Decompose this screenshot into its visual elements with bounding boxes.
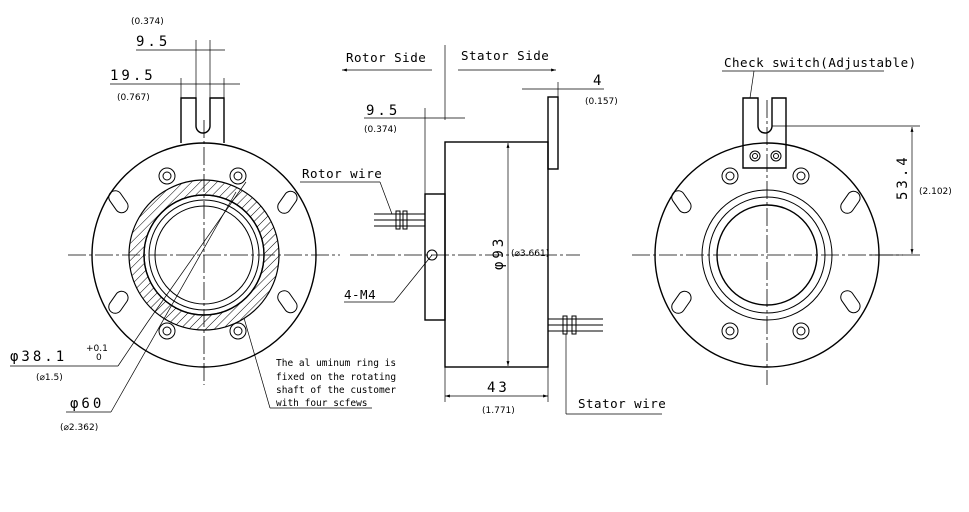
fork-tab <box>180 97 225 143</box>
dim-dia-93: φ93 <box>491 236 507 270</box>
stator-screw-holes <box>721 167 810 340</box>
dim-43: 43 <box>487 380 510 396</box>
check-switch-plate <box>547 96 559 170</box>
stator-side-view: Check switch(Adjustable) 53.4 (2.102) <box>632 55 952 385</box>
dim-53-4: 53.4 <box>895 154 911 200</box>
dim-4-inch: (0.157) <box>585 97 618 107</box>
note-line-3: shaft of the customer <box>276 385 396 396</box>
dim-dia-38-1-inch: (⌀1.5) <box>36 373 63 383</box>
label-rotor-wire: Rotor wire <box>302 166 382 181</box>
screw-holes <box>158 167 247 340</box>
label-stator-wire: Stator wire <box>578 396 666 411</box>
check-switch-bracket <box>742 97 787 169</box>
dim-dia-38-1-tol-plus: +0.1 <box>86 344 108 354</box>
side-view: Rotor Side Stator Side Rotor wire <box>300 45 666 416</box>
stator-wire-bundle <box>548 315 603 335</box>
dim-4: 4 <box>593 73 604 89</box>
stator-mounting-slots <box>671 190 861 314</box>
rotor-wire-bundle <box>374 210 425 230</box>
label-4-m4: 4-M4 <box>344 287 376 302</box>
label-check-switch: Check switch(Adjustable) <box>724 55 917 70</box>
dim-dia-60: φ60 <box>70 396 104 412</box>
dim-53-4-inch: (2.102) <box>919 187 952 197</box>
dim-9-5-top: 9.5 <box>136 34 170 50</box>
dim-dia-38-1-tol-minus: 0 <box>96 353 102 363</box>
note-line-4: with four scfews <box>276 398 368 409</box>
dim-9-5-mid: 9.5 <box>366 103 400 119</box>
dim-9-5-top-inch: (0.374) <box>131 17 164 27</box>
note-line-1: The al uminum ring is <box>276 358 396 369</box>
rotor-side-view: 9.5 (0.374) 19.5 (0.767) φ38.1 +0.1 0 (⌀… <box>10 17 396 433</box>
label-stator-side: Stator Side <box>461 48 549 63</box>
rotor-flange <box>424 193 446 321</box>
mounting-slots <box>108 190 298 314</box>
dim-dia-93-inch: (⌀3.661) <box>511 249 549 259</box>
dim-dia-60-inch: (⌀2.362) <box>60 423 98 433</box>
dim-19-5-inch: (0.767) <box>117 93 150 103</box>
dim-dia-38-1: φ38.1 <box>10 349 67 365</box>
note-line-2: fixed on the rotating <box>276 372 396 383</box>
label-rotor-side: Rotor Side <box>346 50 426 65</box>
dim-9-5-mid-inch: (0.374) <box>364 125 397 135</box>
dim-43-inch: (1.771) <box>482 406 515 416</box>
dim-19-5: 19.5 <box>110 68 156 84</box>
outer-flange <box>91 142 317 368</box>
